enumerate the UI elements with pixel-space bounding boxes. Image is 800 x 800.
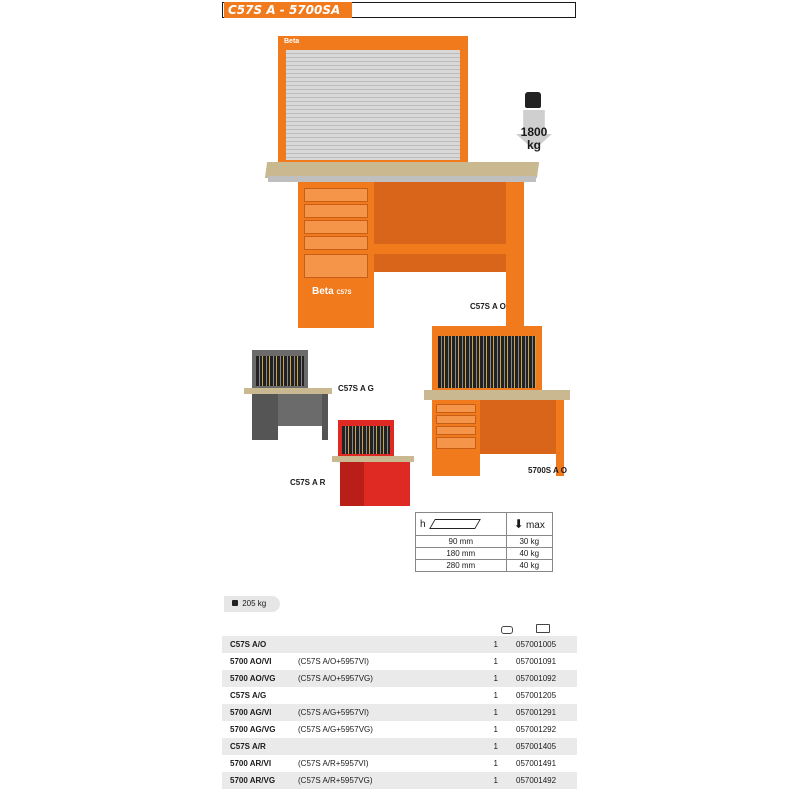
table-row: 280 mm 40 kg xyxy=(415,559,554,572)
page-title: C57S A - 5700SA xyxy=(224,2,352,18)
bench-leg xyxy=(322,394,328,440)
drawer-icon xyxy=(428,519,481,530)
quantity-icon xyxy=(501,626,513,634)
orange-panel-workbench-image xyxy=(424,322,572,478)
drawer xyxy=(436,426,476,435)
load-unit: kg xyxy=(526,138,541,152)
table-row: 90 mm 30 kg xyxy=(415,535,554,548)
drawer xyxy=(304,204,368,218)
table-row: C57S A/R 1 057001405 xyxy=(222,738,577,755)
weight-icon xyxy=(232,600,238,606)
drawer xyxy=(436,437,476,449)
table-row: 5700 AO/VI (C57S A/O+5957VI) 1 057001091 xyxy=(230,657,557,666)
bench-body xyxy=(278,394,328,426)
drawer-unit xyxy=(252,394,278,440)
table-row: 5700 AR/VG (C57S A/R+5957VG) 1 057001492 xyxy=(222,772,577,789)
drawer xyxy=(436,404,476,413)
load-arrow-icon: ⬇ xyxy=(513,517,524,531)
table-row: 5700 AO/VG (C57S A/O+5957VG) 1 057001092 xyxy=(222,670,577,687)
table-header-row: h ⬇ max xyxy=(415,512,554,536)
drawer xyxy=(436,415,476,424)
table-row: 5700 AG/VG (C57S A/G+5957VG) 1 057001292 xyxy=(230,725,557,734)
load-badge: 1800 kg xyxy=(512,92,556,154)
louvre-panel xyxy=(286,50,460,160)
article-icon xyxy=(536,624,550,633)
table-row: C57S A/G 1 057001205 xyxy=(230,691,557,700)
height-header: h xyxy=(415,512,507,536)
table-row: 180 mm 40 kg xyxy=(415,547,554,560)
orange-panel-caption: 5700S A O xyxy=(528,466,567,475)
drawer xyxy=(304,220,368,234)
grey-caption: C57S A G xyxy=(338,384,374,393)
weight-icon xyxy=(525,92,541,108)
tool-panel xyxy=(256,356,304,386)
worktop xyxy=(424,390,570,400)
load-value: 1800 xyxy=(520,125,548,139)
worktop xyxy=(244,388,332,394)
tool-panel xyxy=(438,336,536,388)
product-list: C57S A/O 1 057001005 5700 AO/VI (C57S A/… xyxy=(222,636,577,789)
drawer-capacity-table: h ⬇ max 90 mm 30 kg 180 mm 40 kg 280 mm … xyxy=(415,512,554,572)
worktop-edge xyxy=(268,176,536,182)
drawer-unit-brand-logo: Beta C57S xyxy=(312,286,352,297)
bench-body xyxy=(480,400,564,454)
drawer xyxy=(304,236,368,250)
bench-leg xyxy=(506,182,524,328)
table-row: C57S A/O 1 057001005 xyxy=(222,636,577,653)
red-caption: C57S A R xyxy=(290,478,326,487)
table-row: 5700 AR/VI (C57S A/R+5957VI) 1 057001491 xyxy=(230,759,557,768)
bench-body xyxy=(364,462,410,506)
drawer xyxy=(304,188,368,202)
tool-panel xyxy=(342,426,390,454)
weight-pill: 205 kg xyxy=(224,596,280,612)
drawer-unit xyxy=(340,462,364,506)
panel-brand-logo: Beta xyxy=(284,38,300,45)
drawer xyxy=(304,254,368,278)
max-header: ⬇ max xyxy=(505,512,554,536)
main-caption: C57S A O xyxy=(470,302,506,311)
bench-shelf xyxy=(374,244,524,254)
worktop xyxy=(332,456,414,462)
main-workbench-image: Beta Beta C57S C57S A O xyxy=(262,30,542,330)
bench-leg xyxy=(556,400,564,476)
grey-workbench-image xyxy=(244,350,334,442)
bench-body xyxy=(374,182,524,272)
red-workbench-image xyxy=(332,420,416,508)
table-row: 5700 AG/VI (C57S A/G+5957VI) 1 057001291 xyxy=(222,704,577,721)
